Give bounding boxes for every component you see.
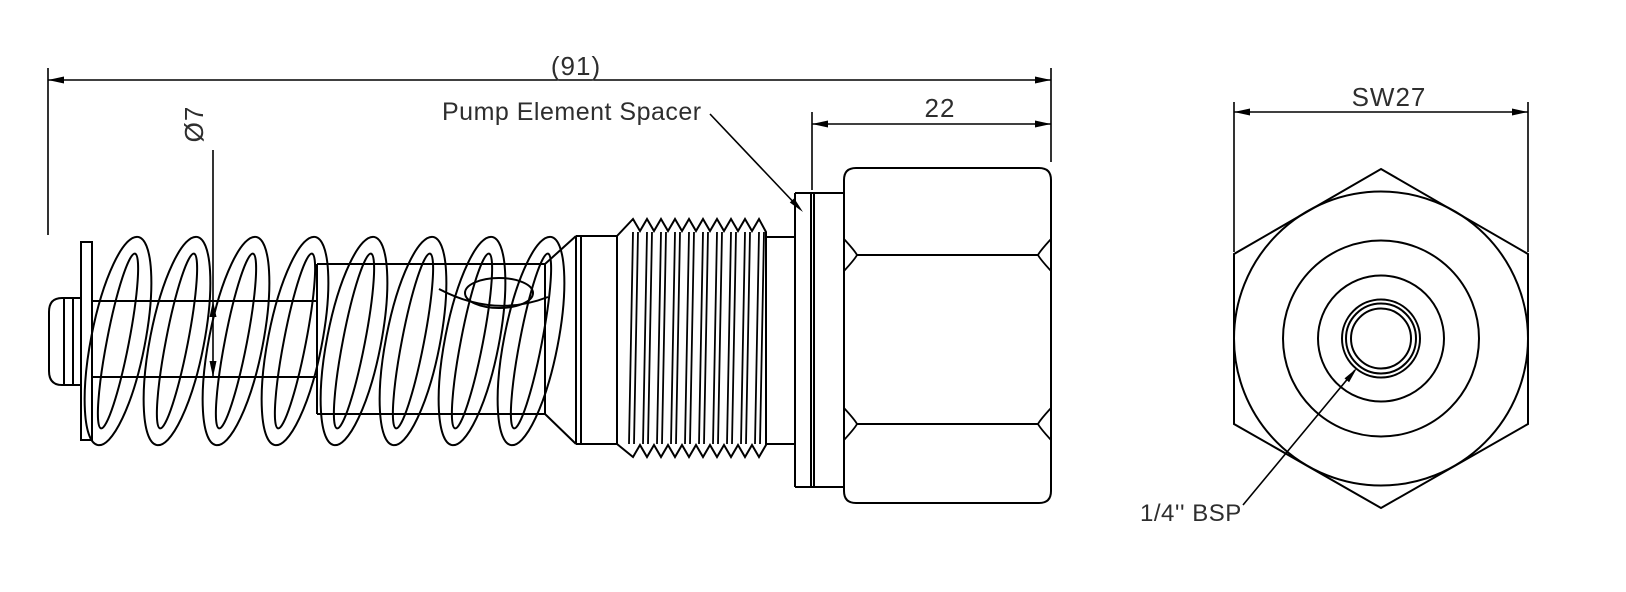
dimension-end-length: 22 <box>811 93 1051 190</box>
dimension-wrench-size: SW27 <box>1233 82 1529 252</box>
spring-coil-inner <box>273 252 317 430</box>
valve-body <box>316 235 577 445</box>
spacer-outline <box>794 192 844 488</box>
pin-cap-inner-lines <box>63 298 82 385</box>
dim-22-arrow-right <box>1035 120 1051 128</box>
annotation-spacer: Pump Element Spacer <box>442 98 803 212</box>
spring-coil-inner <box>450 252 494 430</box>
dim-sw27-arrow-right <box>1512 108 1528 116</box>
dim-d7-label: Ø7 <box>179 106 209 143</box>
hexagon <box>1233 167 1529 510</box>
cross-hole-ellipse <box>464 277 534 309</box>
spring-coil-outer <box>378 235 448 447</box>
dim-91-arrow-right <box>1035 76 1051 84</box>
spring-coil-outer <box>437 235 507 447</box>
dim-22-arrow-left <box>812 120 828 128</box>
thread-flank-lines <box>628 231 765 445</box>
spacer-leader-line <box>709 113 801 210</box>
hex-outline <box>1233 167 1529 510</box>
dim-22-label: 22 <box>925 93 956 123</box>
body-circle <box>1282 239 1480 438</box>
dim-sw27-arrow-left <box>1234 108 1250 116</box>
spacer-leader-arrow <box>789 198 803 212</box>
spring-coil-outer <box>496 235 566 447</box>
dim-d7-arrow-down <box>209 361 217 377</box>
shank-ring-lines <box>575 235 618 445</box>
dim-91-arrow-left <box>48 76 64 84</box>
pin-cap-outline <box>48 297 81 386</box>
compression-spring <box>83 235 566 447</box>
nut-edge-chamfer-arcs <box>843 238 1052 441</box>
dimension-rod-diameter: Ø7 <box>179 106 217 377</box>
body-outline <box>316 263 546 415</box>
dim-91-extension-lines <box>47 68 1052 235</box>
spring-coil-outer <box>142 235 212 447</box>
bore-circle <box>1350 307 1412 370</box>
thread-od-circle <box>1341 298 1421 379</box>
body-to-shank-cone <box>544 235 577 445</box>
spacer-circle <box>1317 274 1445 403</box>
shank-ring <box>575 235 618 445</box>
spring-coil-inner <box>509 252 553 430</box>
thread-crest-outline <box>616 216 767 459</box>
thread-leader-line <box>1242 369 1356 506</box>
dim-sw27-extension-lines <box>1233 102 1529 252</box>
spring-coil-inner <box>332 252 376 430</box>
concentric-circles <box>1233 190 1529 487</box>
spring-coil-inner <box>96 252 140 430</box>
cross-hole-edge-arc <box>438 288 549 307</box>
spring-coil-outer <box>201 235 271 447</box>
dim-sw27-label: SW27 <box>1352 82 1427 112</box>
hex-nut-side <box>843 167 1052 504</box>
side-view: (91) Ø7 22 Pump Element Spacer <box>47 51 1052 504</box>
spring-coil-outer <box>83 235 153 447</box>
annotation-thread: 1/4'' BSP <box>1140 368 1357 527</box>
dim-d7-arrow-up <box>209 301 217 317</box>
thread-label: 1/4'' BSP <box>1140 500 1242 527</box>
spring-coil-outer <box>319 235 389 447</box>
thread-id-circle <box>1345 302 1417 375</box>
end-view: SW27 1/4'' BSP <box>1140 82 1529 527</box>
spring-coil-inner <box>214 252 258 430</box>
spacer-label: Pump Element Spacer <box>442 98 702 126</box>
spring-coil-inner <box>391 252 435 430</box>
thread-leader-arrow <box>1344 368 1357 383</box>
dim-91-label: (91) <box>551 51 601 81</box>
pin-cap <box>48 297 82 386</box>
nut-face-lines <box>857 254 1038 425</box>
thread-section <box>616 216 795 459</box>
dimension-overall-length: (91) <box>47 51 1052 235</box>
nut-outline <box>843 167 1052 504</box>
thread-runout-band <box>766 236 795 445</box>
spring-coil-inner <box>155 252 199 430</box>
spring-coil-outer <box>260 235 330 447</box>
spacer-plate <box>794 192 844 488</box>
hex-chamfer-circle <box>1233 190 1529 487</box>
